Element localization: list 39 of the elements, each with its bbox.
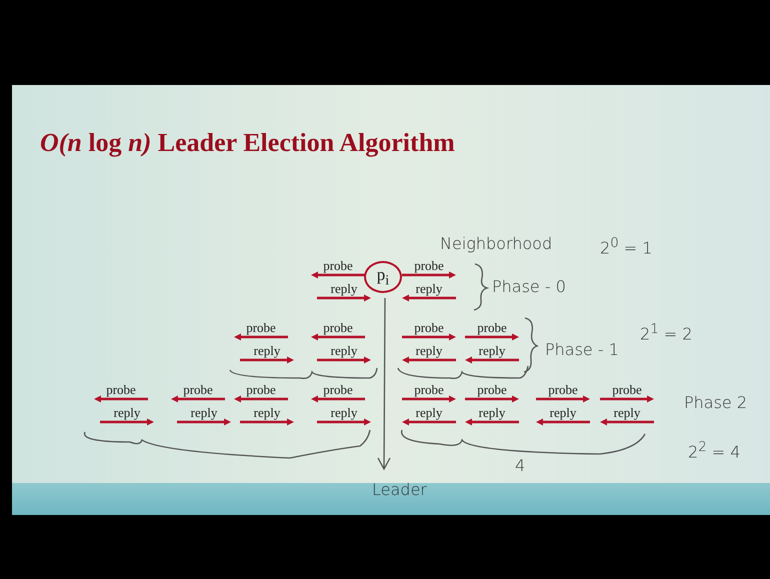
handwritten-note: Phase - 1 [545, 340, 619, 359]
message-label: probe [246, 382, 276, 398]
message-label: reply [614, 405, 640, 421]
message-label: reply [254, 343, 280, 359]
message-label: reply [416, 281, 442, 297]
message-label: probe [414, 320, 444, 336]
handwritten-note: Phase - 0 [492, 277, 566, 296]
message-label: reply [330, 343, 358, 359]
message-label: reply [478, 343, 506, 359]
handwritten-note: 2$^{0}$ = 1 [600, 236, 652, 258]
message-label: reply [330, 405, 358, 421]
slide-title: O(n log n) Leader Election Algorithm [40, 128, 455, 158]
message-label: probe [106, 382, 136, 398]
message-label: probe [414, 258, 444, 274]
message-label: probe [323, 258, 353, 274]
message-label: reply [114, 405, 140, 421]
message-label: probe [183, 382, 213, 398]
message-label: reply [478, 405, 506, 421]
message-label: reply [416, 405, 442, 421]
handwritten-note: Phase 2 [684, 393, 748, 412]
message-label: reply [550, 405, 576, 421]
message-label: probe [414, 382, 444, 398]
message-label: probe [323, 320, 353, 336]
message-label: probe [477, 382, 507, 398]
message-label: reply [416, 343, 442, 359]
handwritten-note: 2$^{2}$ = 4 [688, 440, 740, 462]
handwritten-note: 2$^{1}$ = 2 [640, 322, 692, 344]
handwritten-note: Neighborhood [440, 234, 552, 253]
handwritten-note: Leader [372, 480, 427, 499]
message-label: reply [190, 405, 218, 421]
process-circle: p$_{i}$ [364, 261, 402, 293]
message-label: probe [246, 320, 276, 336]
message-label: probe [323, 382, 353, 398]
message-label: reply [330, 281, 358, 297]
message-label: probe [548, 382, 578, 398]
handwritten-note: 4 [515, 456, 526, 475]
message-label: probe [612, 382, 642, 398]
message-label: reply [254, 405, 280, 421]
message-label: probe [477, 320, 507, 336]
